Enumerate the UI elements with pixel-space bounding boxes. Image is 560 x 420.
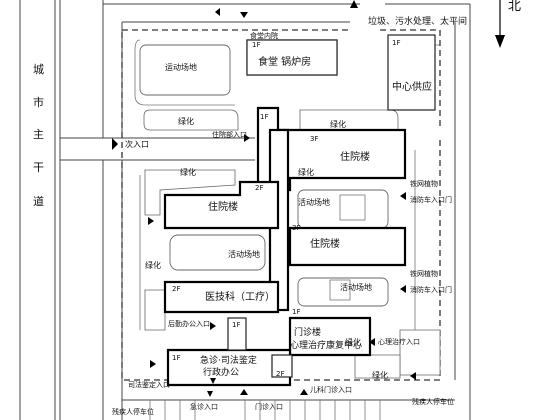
supply-floor: 1F	[392, 39, 400, 47]
street-char: 主	[33, 128, 44, 141]
emergency-label: 急诊·司法鉴定	[200, 354, 257, 366]
canteen-floor: 1F	[252, 41, 260, 49]
floor-label: 3F	[292, 224, 300, 232]
psych-entrance-label: 心理治疗入口	[378, 337, 420, 346]
floor-label: 1F	[172, 354, 180, 362]
north-arrow: 北	[495, 0, 521, 48]
inpatient-entrance-label: 住院部入口	[212, 130, 247, 139]
arrow-outpatient-entrance	[240, 389, 248, 395]
pediatric-entrance-label: 儿科门诊入口	[310, 385, 352, 394]
ward-west-label: 住院楼	[208, 200, 238, 213]
supply-label: 中心供应	[392, 80, 432, 93]
green-label: 绿化	[145, 260, 161, 270]
activity-field-label: 活动场地	[228, 249, 260, 259]
buildings	[163, 34, 436, 387]
floor-label: 1F	[292, 308, 300, 316]
admin-label: 行政办公	[203, 366, 239, 378]
floor-label: 3F	[310, 135, 318, 143]
canteen-label: 食堂 锅炉房	[258, 55, 311, 68]
fire-entrance-label: 消防车入口门	[410, 285, 452, 294]
green-label: 绿化	[345, 337, 361, 347]
floor-label: 1F	[232, 321, 240, 329]
arrow-psych-entrance	[369, 338, 375, 346]
road-network	[19, 0, 471, 420]
labels: 城 市 主 干 道 垃圾、污水处理、太平间 食堂内院 1F 食堂 锅炉房 1F …	[33, 15, 467, 416]
outpatient-label: 门诊楼	[294, 326, 321, 338]
iron-fence-label: 铁网植物	[410, 269, 438, 278]
floor-label: 1F	[260, 113, 268, 121]
green-label: 绿化	[330, 119, 346, 129]
canteen-title: 食堂内院	[250, 31, 278, 40]
arrow-secondary-entrance	[112, 138, 118, 150]
parking-stalls	[149, 400, 381, 420]
outpatient-building	[288, 316, 372, 357]
site-boundary	[121, 29, 441, 381]
street-char: 城	[33, 63, 44, 76]
ward-building-west	[163, 180, 280, 230]
entrance-arrows	[112, 0, 416, 397]
courts	[139, 44, 389, 307]
medtech-building	[163, 280, 280, 314]
green-label: 绿化	[372, 370, 388, 380]
forensic-entrance-label: 司法鉴定入口	[128, 380, 170, 389]
parking-label: 残疾人停车位	[112, 407, 154, 416]
floor-label: 2F	[255, 184, 263, 192]
activity-field-label: 活动场地	[340, 282, 372, 292]
ward-building-east	[288, 226, 407, 267]
emergency-entrance-label: 急诊入口	[190, 402, 218, 411]
floor-label: 2F	[276, 370, 284, 378]
street-char: 道	[33, 194, 44, 208]
arrow-forensic-entrance	[150, 360, 156, 368]
central-supply-building	[387, 34, 436, 111]
north-label: 北	[508, 0, 521, 14]
green-label: 绿化	[178, 116, 194, 126]
street-char: 市	[33, 95, 44, 109]
arrow-emergency-entrance	[207, 391, 213, 397]
parking-label: 残疾人停车位	[412, 397, 454, 406]
ward-north-label: 住院楼	[340, 150, 370, 163]
arrow-inpatient-entrance	[244, 134, 250, 142]
logistics-entrance-label: 后勤办公入口	[168, 319, 210, 328]
green-label: 绿化	[180, 167, 196, 177]
green-label: 绿化	[298, 167, 314, 177]
fire-entrance-label: 消防车入口门	[410, 195, 452, 204]
medtech-label: 医技科（工疗）	[205, 290, 275, 303]
activity-field-label: 活动场地	[298, 197, 330, 207]
outpatient-entrance-label: 门诊入口	[255, 402, 283, 411]
psych-rehab-label: 心理治疗康复中心	[290, 339, 362, 351]
ward-east-label: 住院楼	[310, 237, 340, 250]
top-facility-label: 垃圾、污水处理、太平间	[368, 15, 467, 27]
sports-field-label: 运动场地	[165, 62, 197, 72]
floor-label: 2F	[172, 285, 180, 293]
link-emergency	[227, 317, 247, 351]
secondary-entrance-label: 次入口	[125, 139, 149, 149]
emergency-building	[166, 348, 292, 387]
street-char: 干	[33, 161, 44, 174]
iron-fence-label: 铁网植物	[410, 179, 438, 188]
